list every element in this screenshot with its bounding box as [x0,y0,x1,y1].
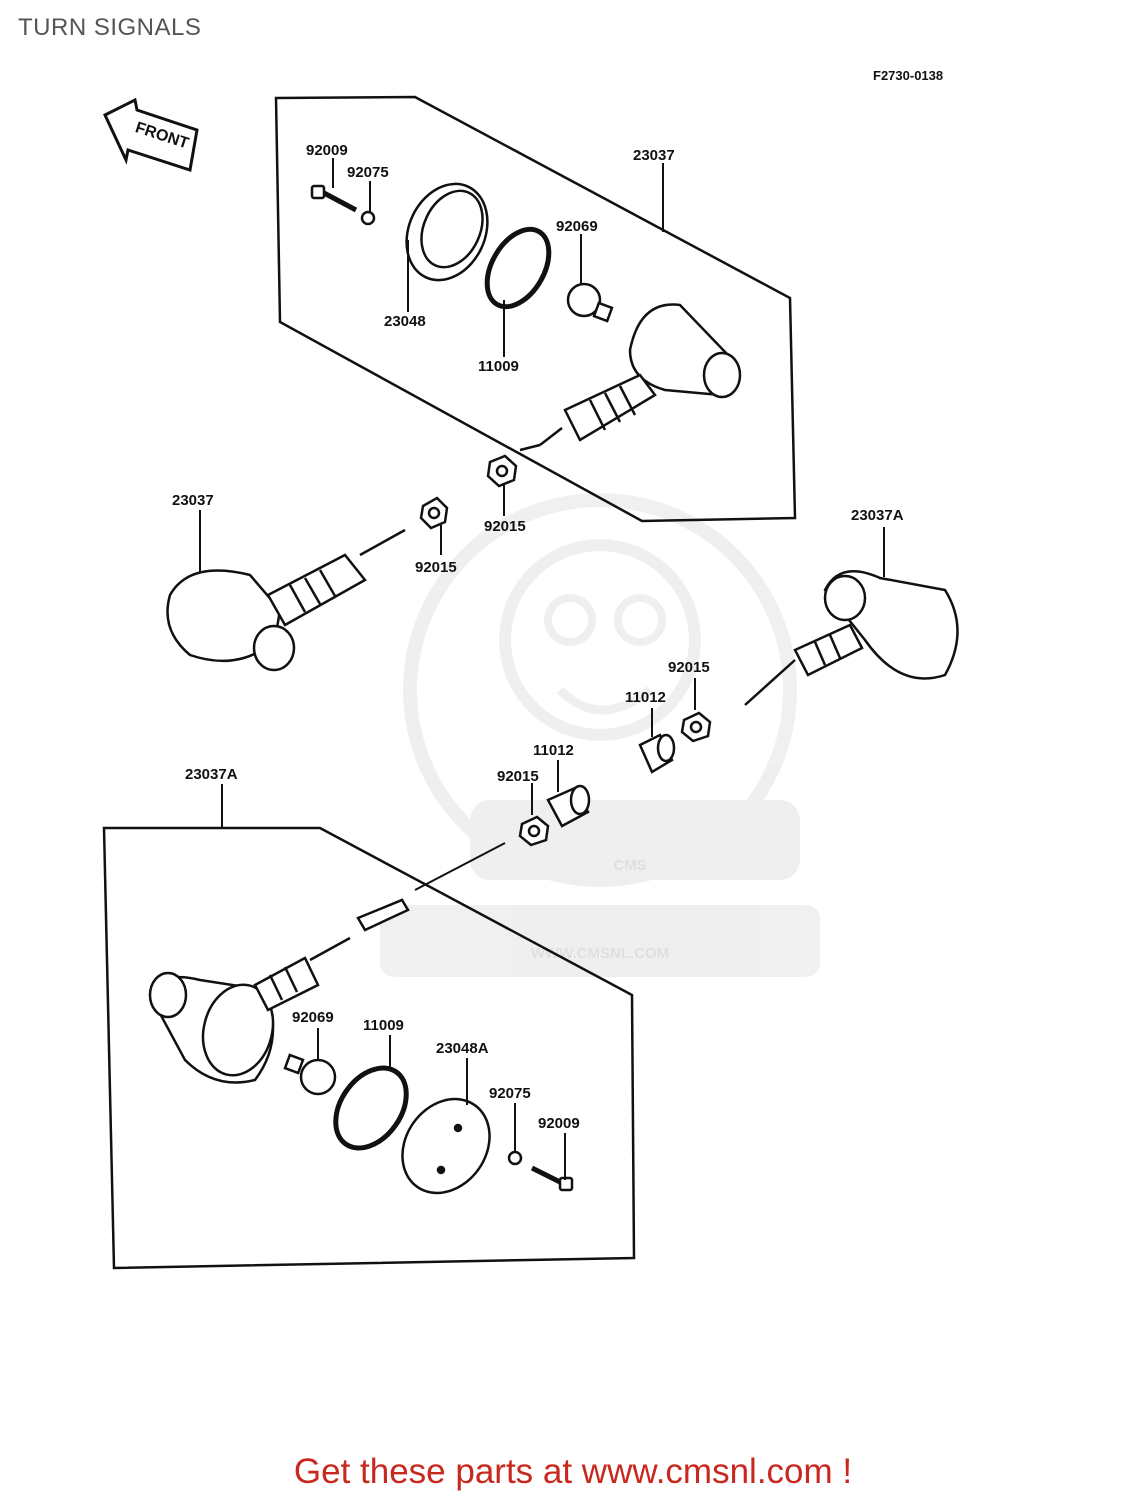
mid-callout-lines [414,760,559,891]
upper-lens-icon [405,182,489,282]
upper-screw-icon [310,184,358,213]
lower-washer-icon [507,1150,523,1166]
lower-lens-icon [401,1097,491,1195]
label-upper-lens: 23048 [384,313,426,330]
label-upper-washer: 92075 [347,164,389,181]
left-signal-icon [166,528,406,672]
label-lower-washer: 92075 [489,1085,531,1102]
label-lower-gasket: 11009 [363,1017,404,1034]
front-arrow-icon: FRONT [103,97,199,172]
label-right-nut: 92015 [668,659,710,676]
upper-gasket-icon [484,226,552,310]
upper-bulb-icon [566,282,614,323]
left-callout-lines [199,510,442,573]
label-lower-nut: 92015 [497,768,539,785]
lower-housing-icon [148,898,410,1084]
cms-watermark: CMS WWW.CMSNL.COM [380,493,820,977]
upper-assembly-frame [274,95,797,523]
watermark-brand: CMS [613,857,646,874]
label-lower-bulb: 92069 [292,1009,334,1026]
label-upper-assembly: 23037 [633,147,675,164]
upper-nut-icon [486,454,518,488]
watermark-url: WWW.CMSNL.COM [531,945,669,962]
label-left-signal: 23037 [172,492,214,509]
label-lower-spacer: 11012 [533,742,574,759]
label-upper-screw: 92009 [306,142,348,159]
lower-assembly-frame [102,826,636,1270]
right-spacer-icon [638,733,676,774]
right-callout-lines [651,527,885,737]
lower-gasket-icon [333,1065,409,1151]
label-lower-assembly: 23037A [185,766,238,783]
label-right-signal: 23037A [851,507,904,524]
lower-bulb-icon [283,1053,337,1096]
diagram-code: F2730-0138 [873,68,943,83]
label-upper-nut: 92015 [484,518,526,535]
left-nut-icon [419,496,449,530]
lower-nut-icon [518,815,550,847]
label-upper-gasket: 11009 [478,358,519,375]
upper-washer-icon [360,210,376,226]
label-left-nut: 92015 [415,559,457,576]
lower-callout-lines [317,1028,566,1180]
upper-housing-icon [519,303,742,452]
upper-callout-lines [332,158,664,516]
label-upper-bulb: 92069 [556,218,598,235]
right-nut-icon [680,711,712,743]
label-lower-screw: 92009 [538,1115,580,1132]
label-lower-lens: 23048A [436,1040,489,1057]
lower-spacer-icon [546,784,591,828]
promo-link[interactable]: Get these parts at www.cmsnl.com ! [293,1452,853,1491]
right-signal-icon [744,570,959,706]
page-title: TURN SIGNALS [18,14,202,41]
label-right-spacer: 11012 [625,689,666,706]
